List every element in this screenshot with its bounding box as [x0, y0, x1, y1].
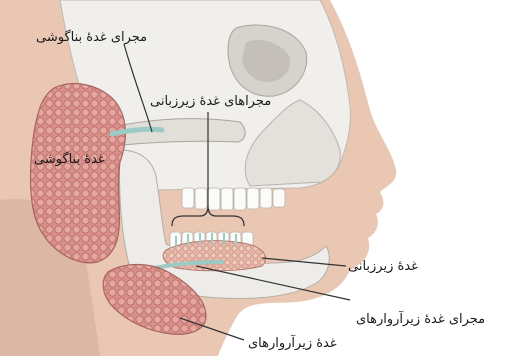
- label-submandibular-duct: مجرای غدهٔ زیرآروارهای: [356, 312, 485, 328]
- label-sublingual-ducts: مجراهای غدهٔ زیرزبانی: [150, 94, 271, 110]
- label-submandibular-gland: غدهٔ زیرآروارهای: [248, 336, 337, 352]
- parotid-gland: [31, 84, 126, 263]
- label-sublingual-gland: غدهٔ زیرزبانی: [348, 259, 418, 275]
- label-parotid-gland: غدهٔ بناگوشی: [34, 152, 105, 168]
- label-parotid-duct: مجرای غدهٔ بناگوشی: [36, 30, 147, 46]
